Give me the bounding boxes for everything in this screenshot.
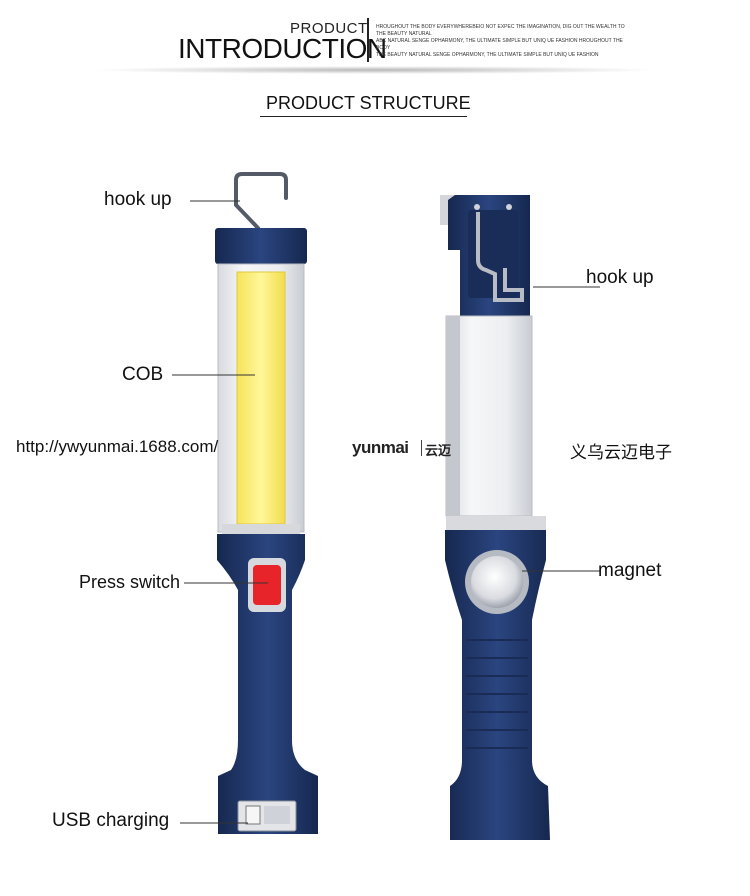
brand-logo-cn: 云迈 — [425, 443, 452, 458]
label-usb-charging: USB charging — [52, 810, 170, 831]
header-divider — [367, 18, 369, 62]
label-press-switch: Press switch — [79, 572, 181, 592]
brand-separator — [421, 440, 422, 456]
hook-icon — [234, 172, 288, 230]
label-magnet: magnet — [598, 560, 662, 581]
screw-icon — [506, 204, 512, 210]
handle-body — [445, 530, 550, 840]
handle-body — [217, 534, 318, 834]
header-shadow — [90, 66, 660, 74]
usb-indicator — [264, 806, 290, 824]
press-switch-button — [253, 565, 281, 605]
tagline-line-1: HROUGHOUT THE BODY EVERYWHEREBEIO NOT EX… — [376, 24, 625, 37]
top-cap — [215, 228, 307, 264]
company-name-cn: 义乌云迈电子 — [570, 443, 672, 462]
right-lamp — [440, 195, 550, 840]
magnet-icon — [471, 556, 523, 608]
header-tagline: HROUGHOUT THE BODY EVERYWHEREBEIO NOT EX… — [376, 24, 626, 59]
tagline-line-3: THE BEAUTY NATURAL SENGE OPHARMONY, THE … — [376, 52, 599, 58]
label-hook-up-left: hook up — [104, 189, 172, 210]
screw-icon — [474, 204, 480, 210]
header-big-title: INTRODUCTION — [178, 33, 387, 64]
header-small-title: PRODUCT — [290, 20, 368, 37]
section-title: PRODUCT STRUCTURE — [266, 93, 471, 113]
section-underline — [260, 116, 467, 117]
grip-ribs — [466, 639, 528, 749]
label-hook-up-right: hook up — [586, 267, 654, 288]
brand-logo: yunmai — [352, 438, 409, 457]
tagline-line-2: ABC NATURAL SENGE OPHARMONY, THE ULTIMAT… — [376, 38, 623, 51]
watermark-url: http://ywyunmai.1688.com/ — [16, 437, 219, 456]
cob-panel — [236, 271, 286, 525]
label-cob: COB — [122, 364, 164, 385]
usb-port-icon — [245, 805, 261, 825]
folded-hook-icon — [476, 212, 524, 302]
tube-bottom-ring — [446, 516, 546, 530]
tube-bottom-ring — [222, 524, 300, 534]
tube-side-edge — [446, 316, 460, 516]
left-lamp — [215, 172, 318, 834]
